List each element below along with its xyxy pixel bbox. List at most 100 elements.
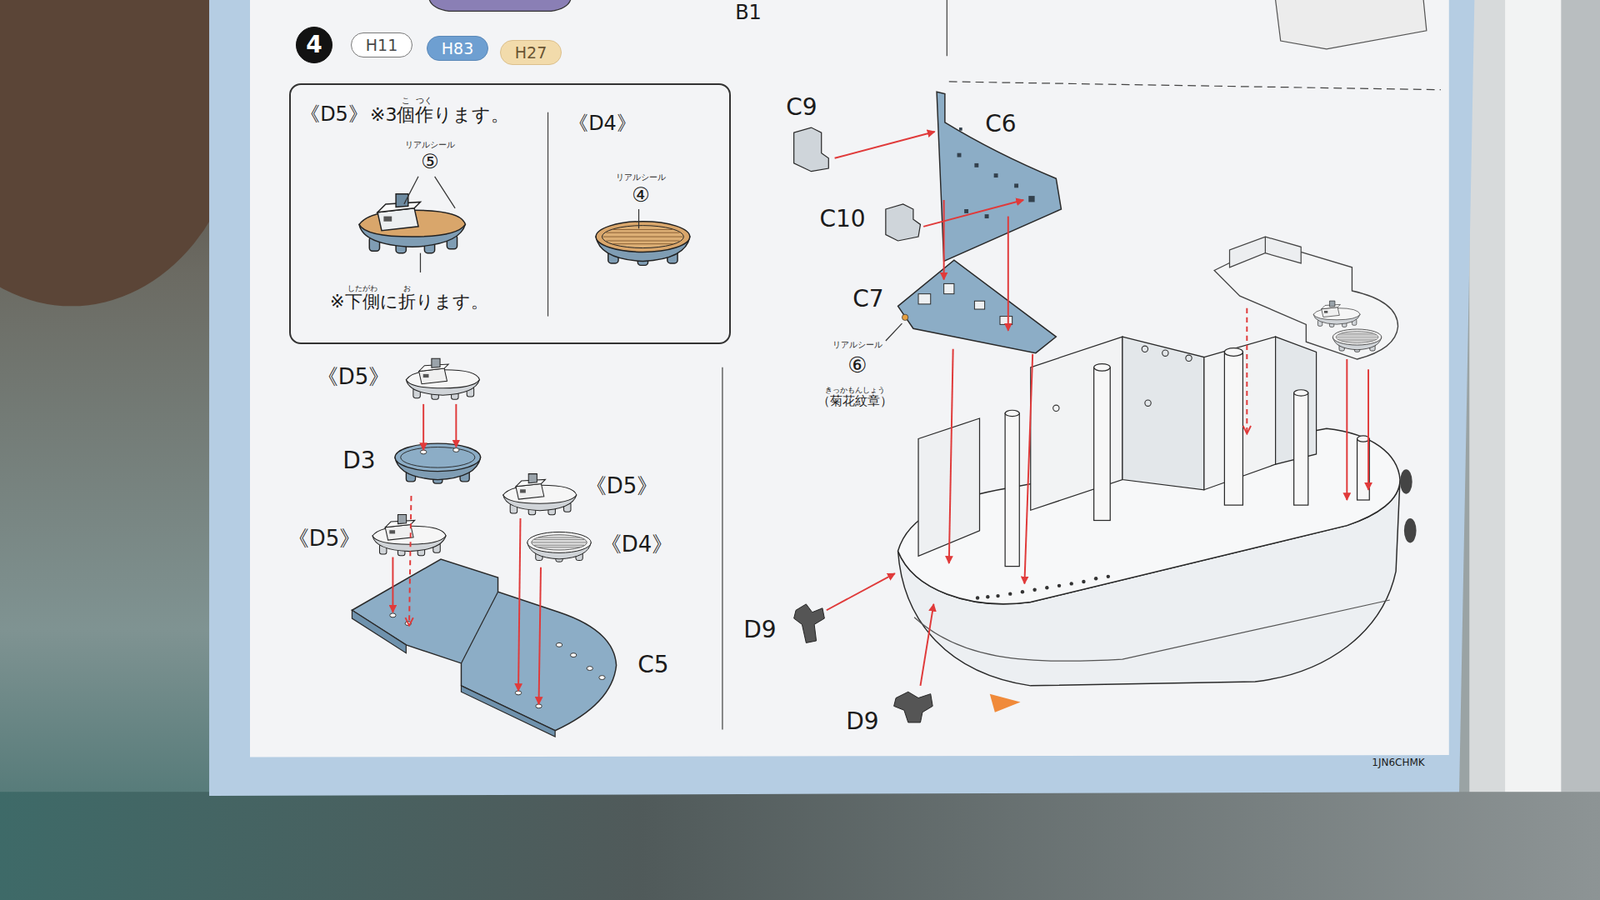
ship-hull xyxy=(1294,392,1309,505)
assembly-arrow xyxy=(1345,359,1348,500)
part-name: C7 xyxy=(852,285,884,313)
assembly-arrow xyxy=(455,404,457,447)
callout-number: ⑥ xyxy=(847,353,867,379)
assembly-arrow xyxy=(539,567,541,705)
ship-hull xyxy=(1162,350,1169,356)
assembly-arrow xyxy=(1024,354,1033,585)
part-name: D9 xyxy=(845,708,879,735)
ship-parts xyxy=(936,91,1061,261)
c5-assembly xyxy=(405,621,411,626)
ship-hull xyxy=(1141,345,1148,352)
ship-hull xyxy=(1404,518,1417,543)
part-name: 《D5》 xyxy=(316,365,391,390)
c5-assembly xyxy=(405,358,480,400)
c5-assembly xyxy=(351,358,616,737)
ship-parts xyxy=(894,691,934,723)
assembly-arrow xyxy=(826,573,895,610)
ship-parts xyxy=(957,153,962,158)
ship-parts xyxy=(959,127,963,131)
c5-assembly xyxy=(570,653,576,658)
ship-parts xyxy=(1014,183,1019,188)
ship-hull xyxy=(914,600,1390,661)
ship-hull xyxy=(1032,588,1036,592)
manual-page xyxy=(428,0,571,11)
assembly-arrow xyxy=(518,518,520,691)
ship-hull xyxy=(1122,336,1205,490)
ship-hull xyxy=(1005,348,1370,567)
sticker-label: リアルシール xyxy=(405,140,455,150)
part-name: 《D5》 xyxy=(300,103,369,127)
sticker-label: リアルシール xyxy=(832,340,883,350)
assembly-arrow xyxy=(392,131,1369,705)
assembly-arrow xyxy=(1245,308,1248,435)
ship-hull xyxy=(1094,576,1098,580)
ship-hull xyxy=(985,595,990,599)
sub-assembly-panel: 《D5》こつく※3個作ります。リアルシール⑤したがわお※下側に折ります。《D4》… xyxy=(289,83,731,345)
manual-page xyxy=(721,367,723,730)
ship-parts xyxy=(974,163,979,168)
c5-assembly xyxy=(420,450,426,455)
ship-parts xyxy=(794,604,825,644)
c5-assembly xyxy=(351,610,406,653)
ship-hull xyxy=(995,594,1000,598)
c5-assembly xyxy=(515,690,521,695)
ship-hull xyxy=(1053,405,1060,411)
ship-hull xyxy=(1094,364,1111,372)
c5-assembly xyxy=(460,591,498,664)
part-name: C5 xyxy=(637,651,669,679)
ship-hull xyxy=(975,575,1110,600)
part-name: B1 xyxy=(735,1,762,25)
c5-assembly xyxy=(390,613,605,709)
ship-parts xyxy=(1230,236,1302,268)
paint-code: H83 xyxy=(426,35,489,61)
ship-hull xyxy=(1053,345,1193,411)
ruby-reading: したがわ xyxy=(347,284,378,293)
c5-assembly xyxy=(503,474,577,515)
paint-code-text: H11 xyxy=(365,36,398,55)
boat-illustration xyxy=(638,209,640,229)
ship-parts xyxy=(994,173,999,178)
paint-code: H27 xyxy=(500,40,562,65)
ship-parts xyxy=(985,214,990,219)
paint-code-text: H27 xyxy=(515,44,547,62)
ship-parts xyxy=(1000,316,1013,325)
c5-assembly xyxy=(453,448,460,453)
ship-parts xyxy=(974,300,985,310)
c5-assembly xyxy=(395,443,481,484)
ship-hull xyxy=(1224,348,1243,357)
part-name: C9 xyxy=(785,94,817,121)
sticker-label: リアルシール xyxy=(615,172,666,183)
ruby-reading: つく xyxy=(415,95,433,106)
part-name: D9 xyxy=(743,616,776,644)
assembly-arrow xyxy=(920,604,934,686)
assembly-arrow xyxy=(391,557,394,613)
ship-parts xyxy=(794,91,1399,723)
instruction-note: ※3個作ります。 xyxy=(370,104,510,125)
c5-assembly xyxy=(599,675,605,680)
ship-parts xyxy=(957,127,1035,219)
part-note: （菊花紋章） xyxy=(817,394,893,409)
step-number: 4 xyxy=(295,26,333,64)
photo-background xyxy=(1560,0,1600,900)
assembly-arrow xyxy=(1007,216,1010,331)
ship-hull xyxy=(1106,575,1110,579)
boat-illustration xyxy=(420,253,421,273)
ship-parts xyxy=(794,127,830,172)
paint-code-text: H83 xyxy=(441,40,474,58)
part-name: 《D5》 xyxy=(585,474,660,500)
ruby-reading: こ xyxy=(401,95,410,106)
ship-hull xyxy=(898,336,1417,686)
boat-illustration xyxy=(404,176,455,209)
ship-hull xyxy=(1224,351,1243,505)
part-name: 《D4》 xyxy=(568,112,637,136)
assembly-arrow xyxy=(1367,369,1370,490)
ship-hull xyxy=(1294,390,1309,396)
ship-hull xyxy=(1094,367,1111,521)
manual-page xyxy=(949,81,1441,90)
print-code: 1JN6CHMK xyxy=(1371,757,1425,770)
assembly-arrow xyxy=(422,404,425,450)
c5-assembly xyxy=(555,642,562,647)
